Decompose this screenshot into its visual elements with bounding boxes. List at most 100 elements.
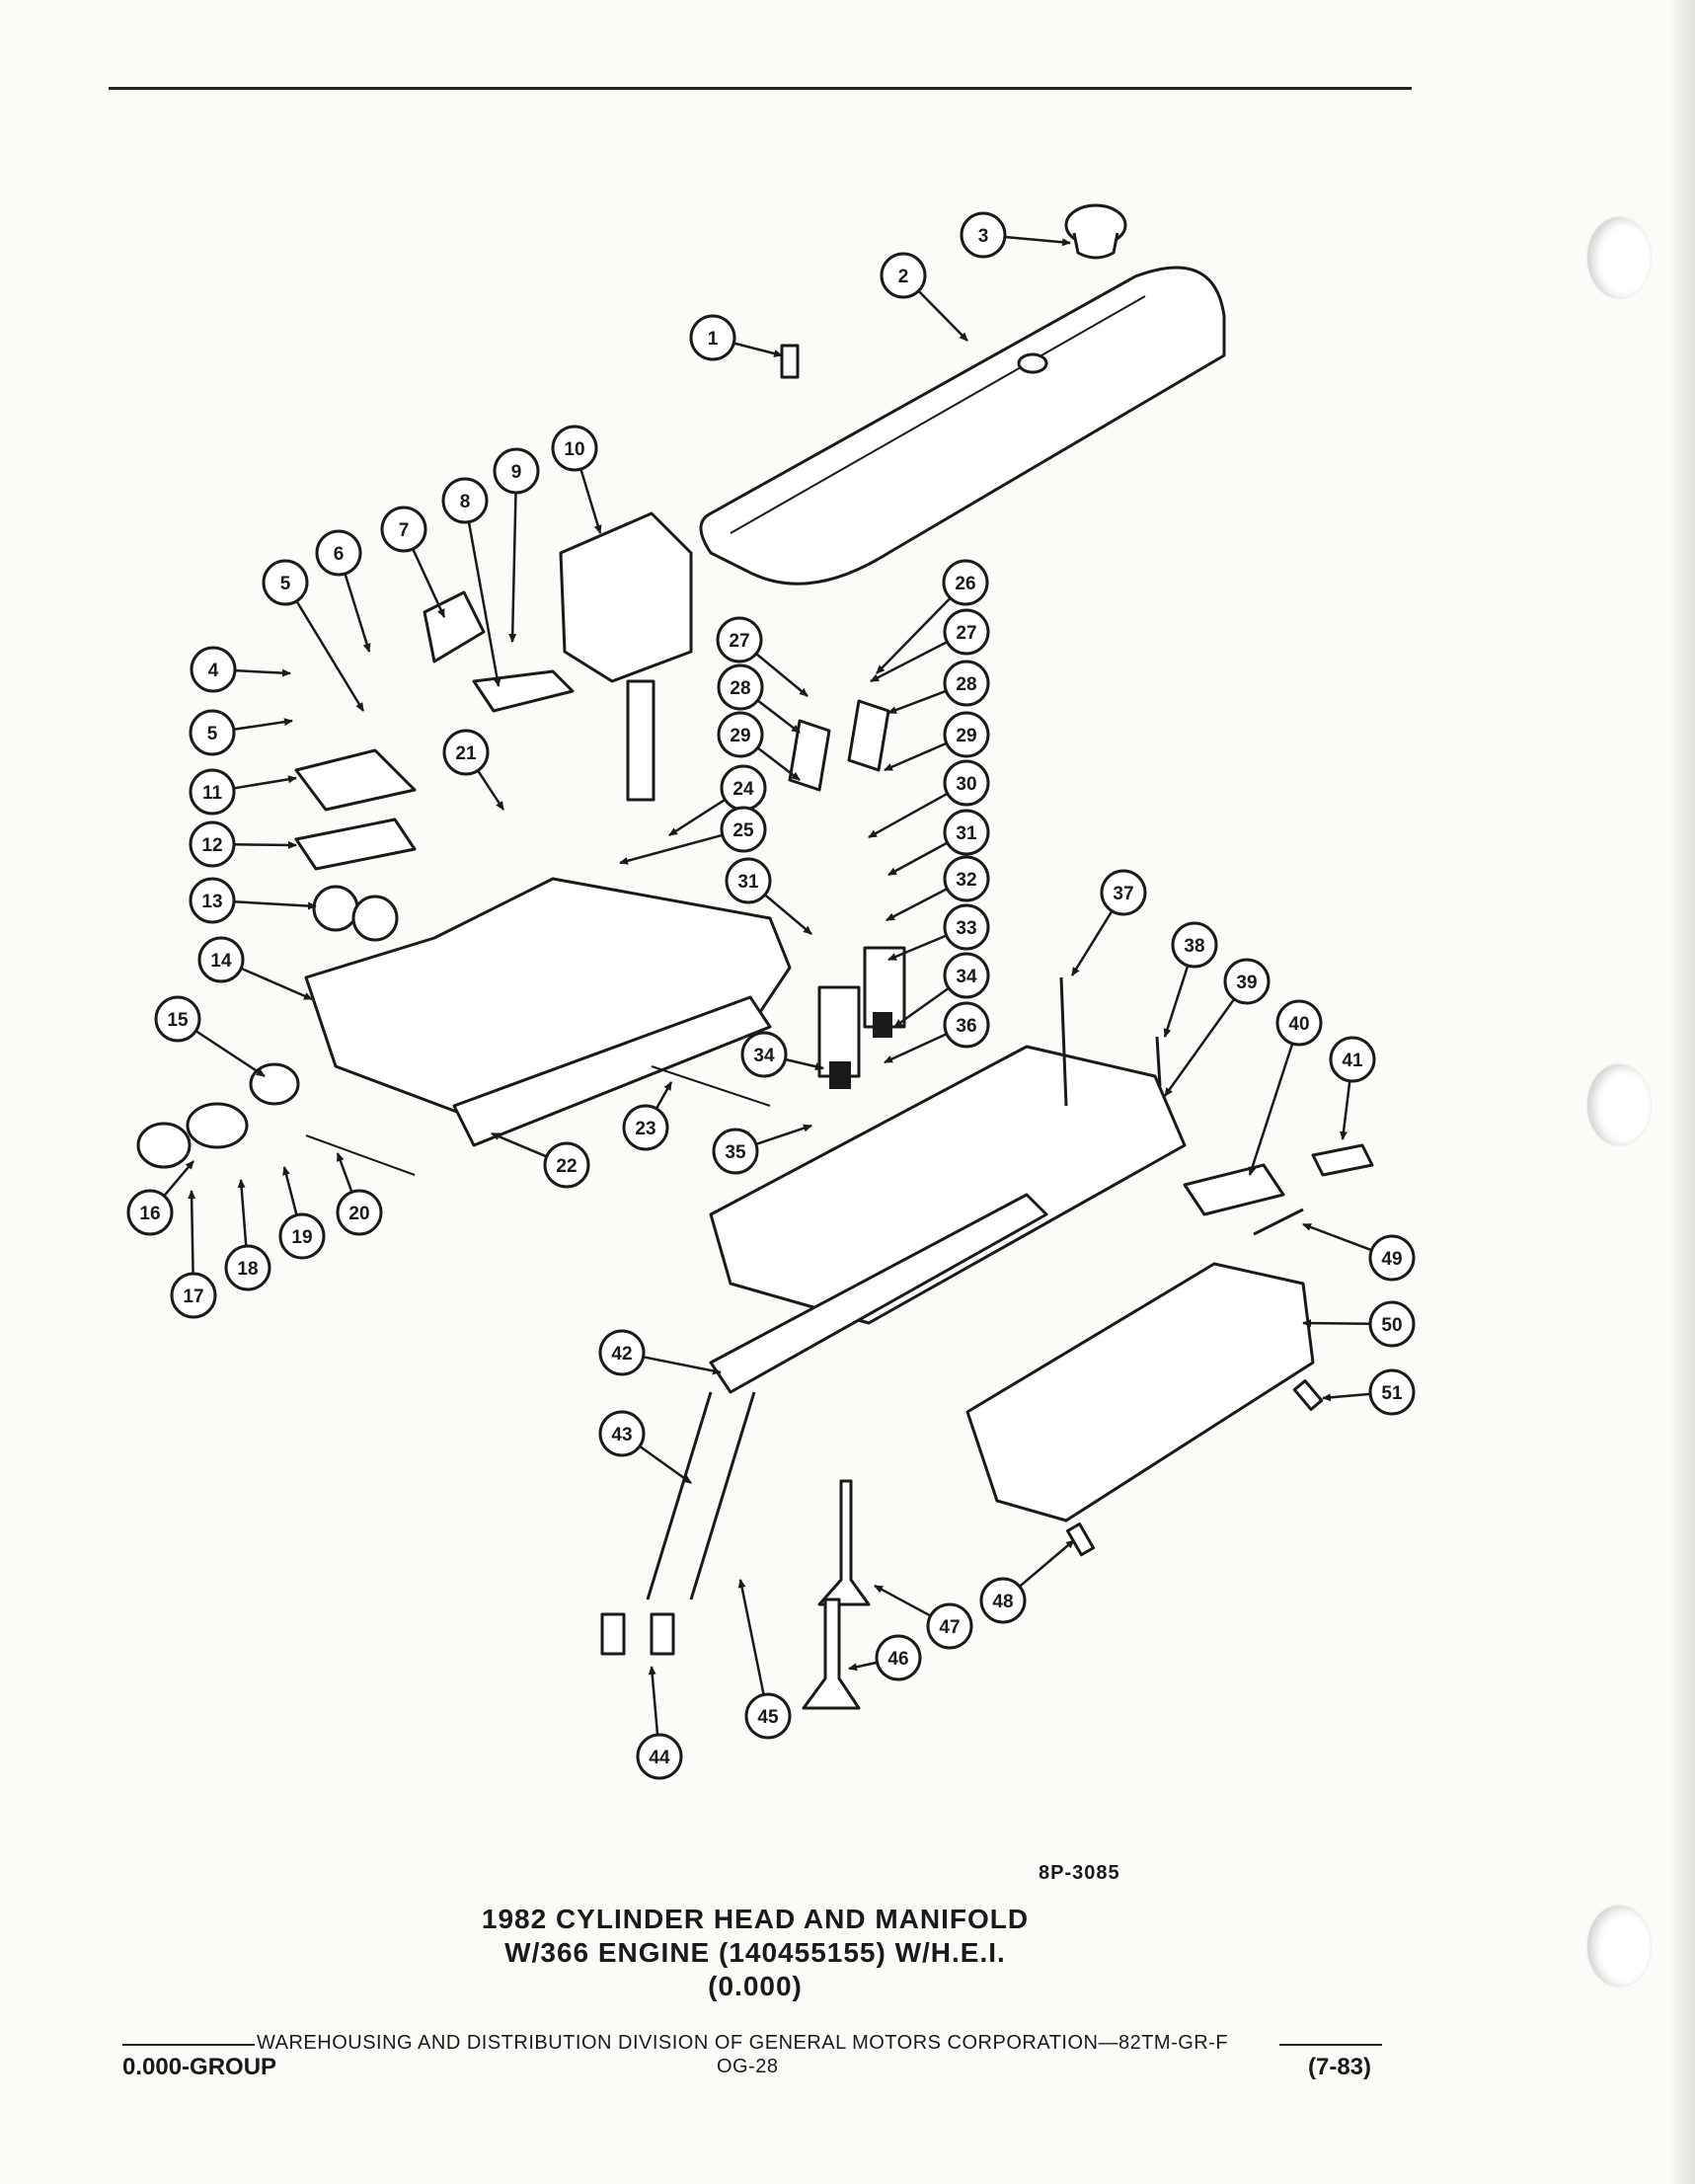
leader-line-17 (188, 1190, 196, 1275)
callout-number: 28 (730, 678, 750, 699)
callout-circle (960, 211, 1007, 259)
callout-number: 24 (732, 779, 754, 800)
cylinder-head (709, 1045, 1187, 1325)
callout-4: 4 (190, 646, 237, 693)
callout-circle (1171, 921, 1218, 969)
callout-28: 28 (943, 660, 990, 707)
exhaust-valve (817, 1479, 871, 1606)
callout-13: 13 (189, 877, 236, 924)
callout-circle (943, 759, 990, 807)
leader-lines (163, 235, 1372, 1736)
callout-circle (154, 995, 201, 1043)
head-gasket (709, 1193, 1048, 1394)
callout-circle (551, 425, 598, 472)
leader-line-2 (917, 289, 968, 342)
callout-10: 10 (551, 425, 598, 472)
callout-number: 34 (956, 967, 977, 987)
callout-number: 3 (978, 226, 989, 247)
callout-number: 39 (1236, 973, 1257, 993)
leader-line-44 (648, 1666, 659, 1736)
callout-27: 27 (716, 616, 763, 663)
callout-number: 10 (564, 439, 584, 460)
leader-line-27 (870, 640, 949, 683)
callout-9: 9 (493, 447, 540, 495)
callout-19: 19 (278, 1212, 326, 1260)
callout-number: 38 (1184, 936, 1204, 957)
leader-line-38 (1163, 965, 1190, 1038)
thermostat-b (351, 895, 399, 942)
callout-35: 35 (712, 1128, 759, 1175)
leader-line-41 (1340, 1080, 1351, 1140)
part-illustrations (136, 203, 1374, 1710)
end-seal-rear (651, 1065, 771, 1107)
callout-circle (197, 936, 245, 983)
callout-number: 21 (455, 743, 477, 764)
leader-line-9 (508, 492, 517, 643)
callout-circle (126, 1189, 174, 1236)
leader-line-23 (655, 1081, 673, 1110)
hose-clamp-a (136, 1122, 192, 1169)
callout-46: 46 (875, 1634, 922, 1681)
callout-circle (189, 877, 236, 924)
callout-circle (712, 1128, 759, 1175)
callout-number: 14 (210, 951, 232, 972)
callout-40: 40 (1275, 999, 1323, 1047)
callout-6: 6 (315, 529, 362, 577)
leader-line-20 (336, 1152, 353, 1193)
footer-organization: WAREHOUSING AND DISTRIBUTION DIVISION OF… (257, 2032, 1229, 2054)
leader-line-34 (785, 1057, 824, 1071)
callout-30: 30 (943, 759, 990, 807)
leader-line-31 (887, 841, 949, 877)
hose-clamp-b (249, 1062, 300, 1106)
callout-number: 16 (139, 1204, 160, 1224)
callout-34: 34 (740, 1031, 788, 1078)
callout-circle (943, 711, 990, 758)
exploded-view-diagram: 1234556789101112131415161718192021222324… (126, 203, 1416, 1780)
lifter-b (650, 1612, 675, 1656)
callout-number: 8 (460, 492, 471, 512)
callout-23: 23 (622, 1104, 669, 1151)
callout-circle (598, 1410, 646, 1457)
callout-circle (598, 1329, 646, 1376)
leader-line-36 (884, 1033, 948, 1064)
distributor-shaft (626, 679, 655, 802)
leader-line-28 (756, 699, 801, 734)
callout-number: 1 (708, 329, 719, 350)
distributor-cap (559, 511, 693, 683)
callout-number: 27 (956, 623, 976, 644)
callout-number: 28 (956, 674, 976, 695)
footer-rule-left (122, 2044, 255, 2046)
callout-circle (315, 529, 362, 577)
leader-line-21 (477, 769, 505, 811)
leader-line-40 (1248, 1043, 1294, 1176)
callout-number: 32 (956, 870, 976, 891)
callout-48: 48 (979, 1577, 1027, 1624)
intake-gasket (452, 995, 772, 1147)
push-rod-b (689, 1391, 756, 1600)
callout-number: 7 (399, 520, 410, 541)
callout-circle (720, 806, 767, 853)
callout-number: 11 (202, 783, 223, 804)
callout-circle (380, 506, 427, 553)
callout-circle (1100, 869, 1147, 916)
callout-25: 25 (720, 806, 767, 853)
leader-line-7 (412, 548, 446, 618)
callout-8: 8 (441, 477, 489, 524)
callout-circle (442, 729, 490, 776)
callout-circle (1368, 1368, 1416, 1416)
callout-number: 45 (757, 1707, 779, 1728)
callout-circle (689, 314, 736, 361)
callout-21: 21 (442, 729, 490, 776)
intake-manifold (304, 877, 792, 1128)
leader-line-5 (233, 718, 293, 732)
callout-1: 1 (689, 314, 736, 361)
leader-line-47 (874, 1584, 932, 1617)
caption-line-1: 1982 CYLINDER HEAD AND MANIFOLD (481, 1904, 1030, 1934)
callout-49: 49 (1368, 1234, 1416, 1282)
binder-hole-top (1587, 217, 1651, 298)
leader-line-29 (884, 741, 948, 772)
callout-circle (744, 1692, 792, 1740)
callout-number: 12 (201, 835, 222, 856)
bypass-hose (186, 1102, 249, 1149)
water-outlet (294, 748, 417, 812)
